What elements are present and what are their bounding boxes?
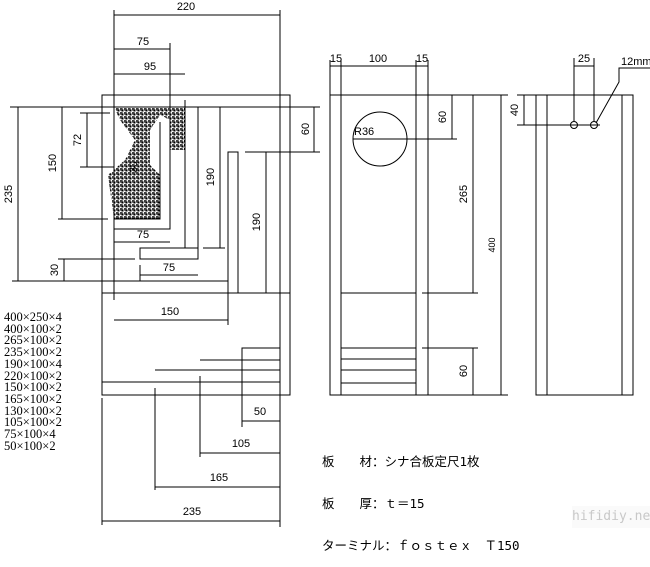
back-panel [535,94,634,396]
dim-60: 60 [300,123,312,135]
parts-item: 235×100×2 [4,345,62,360]
dim-30: 30 [49,264,61,276]
front-panel [329,94,429,396]
dim-60: 60 [437,111,449,123]
parts-item: 265×100×2 [4,333,62,348]
spec-thickness: 板 厚：ｔ＝15 [322,496,425,511]
dim-25: 25 [578,53,590,65]
dim-265: 265 [458,185,470,203]
sound-absorbing-material [108,107,185,219]
partition-3 [227,151,239,294]
parts-item: 130×100×2 [4,403,62,418]
dim-12mm: 12mm [621,56,650,68]
parts-list: 400×250×4 400×100×2 265×100×2 235×100×2 … [4,310,62,453]
dim-75: 75 [137,36,149,48]
dim-30-label: 30 [128,161,140,173]
back-view: 25 12mm 40 [509,53,650,396]
dim-105: 105 [232,438,250,450]
dim-150: 150 [47,154,59,172]
dim-75: 75 [137,229,149,241]
dim-95: 95 [144,61,156,73]
dim-150: 150 [161,306,179,318]
dim-40: 40 [509,104,521,116]
parts-item: 400×250×4 [4,310,62,324]
dim-235: 235 [183,506,201,518]
dim-100: 100 [369,53,387,65]
parts-item: 150×100×2 [4,380,62,395]
dim-15: 15 [416,53,428,65]
partition-1 [113,43,171,230]
terminal-hole [570,121,578,129]
dim-400: 400 [487,237,497,252]
parts-item: 75×100×4 [4,427,56,442]
dim-220: 220 [177,1,195,13]
side-view: 220 75 95 235 150 72 30 190 190 60 30 75… [3,1,320,527]
parts-item: 165×100×2 [4,391,62,406]
watermark: hifidiy.net [572,506,650,528]
spec-notes: 板 材：シナ合板定尺1枚 板 厚：ｔ＝15 ターミナル：ｆｏｓｔｅｘ Ｔ150 [322,427,520,567]
dim-75: 75 [163,262,175,274]
partition-2 [139,247,199,260]
parts-item: 105×100×2 [4,415,62,430]
dim-190: 190 [251,213,263,231]
speaker-drawing: 220 75 95 235 150 72 30 190 190 60 30 75… [3,1,650,527]
parts-item: 220×100×2 [4,368,62,383]
dim-50: 50 [254,406,266,418]
dim-165: 165 [210,472,228,484]
hole-leader [595,67,650,124]
front-view: 15 100 15 R36 60 265 400 60 [329,53,508,396]
dim-60: 60 [458,365,470,377]
side-outer-panel [101,94,291,396]
parts-item: 50×100×2 [4,438,56,453]
spec-material: 板 材：シナ合板定尺1枚 [322,454,480,469]
parts-item: 190×100×4 [4,356,62,371]
dim-15: 15 [330,53,342,65]
terminal-hole [590,121,598,129]
dim-235: 235 [3,185,15,203]
spec-terminal: ターミナル：ｆｏｓｔｅｘ Ｔ150 [322,538,520,553]
dim-190: 190 [205,168,217,186]
parts-item: 400×100×2 [4,321,62,336]
dim-72: 72 [72,134,84,146]
bottom-steps: 50 105 165 235 [101,347,280,525]
dim-r36: R36 [354,126,374,138]
